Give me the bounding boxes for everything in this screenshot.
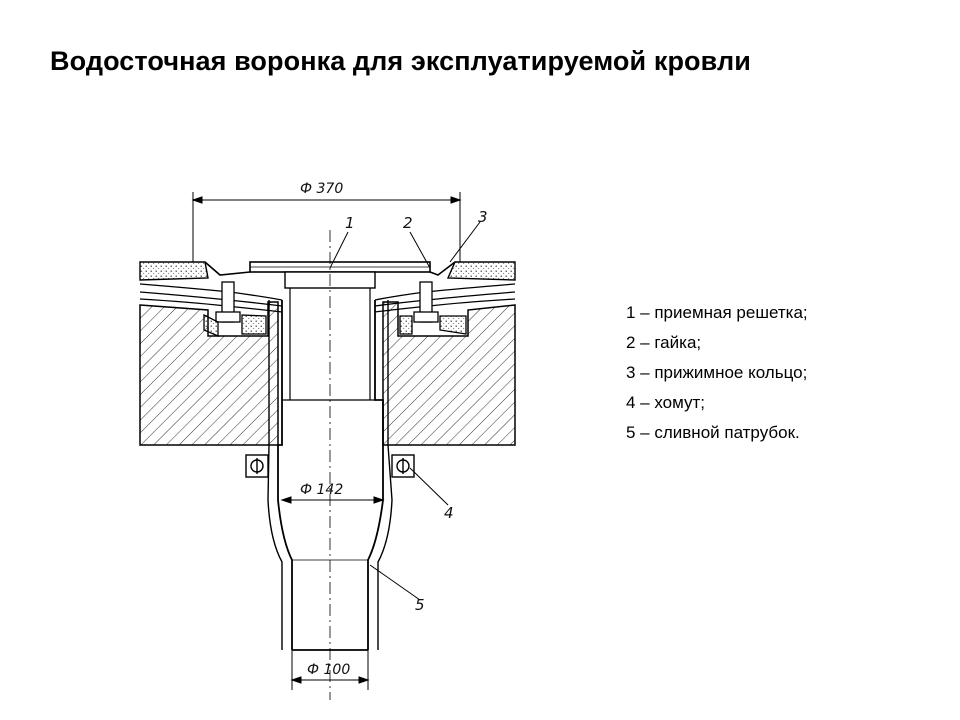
legend-item-clamp: 4 – хомут; [626, 393, 706, 412]
dimension-middle [280, 496, 385, 504]
callout-5: 5 [415, 596, 425, 614]
concrete-slab [139, 301, 516, 446]
callout-3: 3 [478, 208, 488, 226]
legend-item-drain-pipe: 5 – сливной патрубок. [626, 423, 800, 442]
callout-leaders [329, 221, 481, 601]
dimension-top [191, 192, 462, 262]
bolt-nut-left [203, 281, 267, 337]
legend-item-grate: 1 – приемная решетка; [626, 303, 808, 322]
clamp-left [245, 454, 269, 478]
clamp-right [391, 454, 415, 478]
dimension-top-label: Ф 370 [300, 181, 343, 197]
callout-4: 4 [444, 504, 454, 522]
legend-item-nut: 2 – гайка; [626, 333, 702, 352]
legend-item-pressure-ring: 3 – прижимное кольцо; [626, 363, 808, 382]
roof-top-layer [139, 261, 516, 281]
dimension-bottom [290, 650, 370, 690]
parts-legend: 1 – приемная решетка; 2 – гайка; 3 – при… [626, 298, 808, 448]
dimension-bottom-label: Ф 100 [307, 662, 350, 678]
funnel-body [267, 288, 393, 651]
callout-2: 2 [403, 214, 413, 232]
callout-1: 1 [345, 214, 355, 232]
dimension-middle-label: Ф 142 [300, 482, 343, 498]
page-title: Водосточная воронка для эксплуатируемой … [50, 46, 751, 76]
bolt-nut-right [399, 281, 467, 335]
